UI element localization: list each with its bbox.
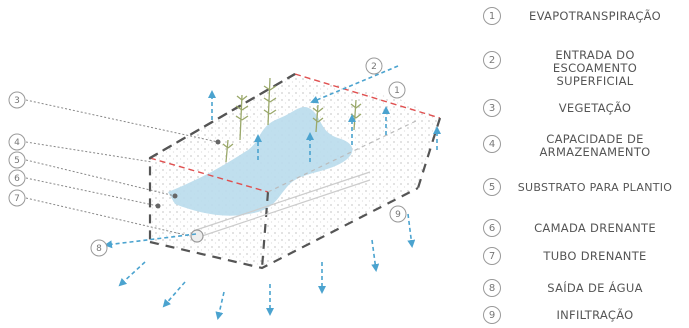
legend-item-runoff-inlet: 2 ENTRADA DO ESCOAMENTO SUPERFICIAL: [470, 49, 689, 88]
callout-6: 6: [14, 174, 20, 184]
legend: 1 EVAPOTRANSPIRAÇÃO 2 ENTRADA DO ESCOAME…: [470, 0, 689, 328]
callout-4: 4: [14, 138, 20, 148]
legend-item-storage-capacity: 4 CAPACIDADE DE ARMAZENAMENTO: [470, 133, 689, 159]
top-rim-front: [149, 157, 269, 193]
drain-pipe: [190, 171, 371, 243]
callout-8: 8: [96, 244, 102, 254]
vegetation: [222, 77, 362, 163]
legend-number: 7: [483, 247, 501, 265]
legend-label: EVAPOTRANSPIRAÇÃO: [529, 8, 661, 23]
legend-label: CAPACIDADE DE ARMAZENAMENTO: [539, 132, 651, 159]
legend-label: ENTRADA DO ESCOAMENTO SUPERFICIAL: [552, 48, 638, 88]
diagram-callouts: 1 2 3 4 5 6 7 8 9: [8, 57, 407, 257]
top-rim-back: [294, 73, 441, 119]
legend-item-infiltration: 9 INFILTRAÇÃO: [470, 306, 689, 324]
legend-number: 5: [483, 178, 501, 196]
legend-number: 1: [483, 7, 501, 25]
callout-5: 5: [14, 156, 20, 166]
leader-dot-5: [172, 193, 178, 199]
flow-arrows: [104, 65, 441, 320]
legend-number: 9: [483, 306, 501, 324]
bioretention-diagram: 1 2 3 4 5 6 7 8 9: [8, 57, 442, 320]
legend-item-evapotranspiration: 1 EVAPOTRANSPIRAÇÃO: [470, 7, 689, 25]
legend-label: SAÍDA DE ÁGUA: [547, 280, 643, 295]
callout-9: 9: [395, 210, 401, 220]
legend-label: CAMADA DRENANTE: [534, 220, 656, 235]
legend-number: 3: [483, 99, 501, 117]
legend-item-water-outlet: 8 SAÍDA DE ÁGUA: [470, 279, 689, 297]
callout-3: 3: [14, 96, 20, 106]
leader-dot-6: [155, 203, 161, 209]
legend-number: 8: [483, 279, 501, 297]
legend-number: 6: [483, 219, 501, 237]
legend-item-drainage-layer: 6 CAMADA DRENANTE: [470, 219, 689, 237]
inflow-arrow: [310, 65, 399, 104]
legend-label: SUBSTRATO PARA PLANTIO: [517, 180, 673, 194]
legend-item-planting-substrate: 5 SUBSTRATO PARA PLANTIO: [470, 178, 689, 196]
callout-2: 2: [371, 62, 377, 72]
legend-item-vegetation: 3 VEGETAÇÃO: [470, 99, 689, 117]
callout-7: 7: [14, 194, 20, 204]
callout-1: 1: [394, 86, 400, 96]
leader-lines: [25, 99, 219, 237]
container-outline: [148, 73, 442, 270]
legend-label: VEGETAÇÃO: [558, 100, 632, 115]
legend-number: 2: [483, 51, 501, 69]
legend-number: 4: [483, 135, 501, 153]
outflow-arrow: [104, 233, 197, 249]
legend-label: INFILTRAÇÃO: [556, 307, 634, 322]
legend-item-drain-pipe: 7 TUBO DRENANTE: [470, 247, 689, 265]
leader-dot-3: [215, 139, 221, 145]
legend-label: TUBO DRENANTE: [543, 248, 647, 263]
